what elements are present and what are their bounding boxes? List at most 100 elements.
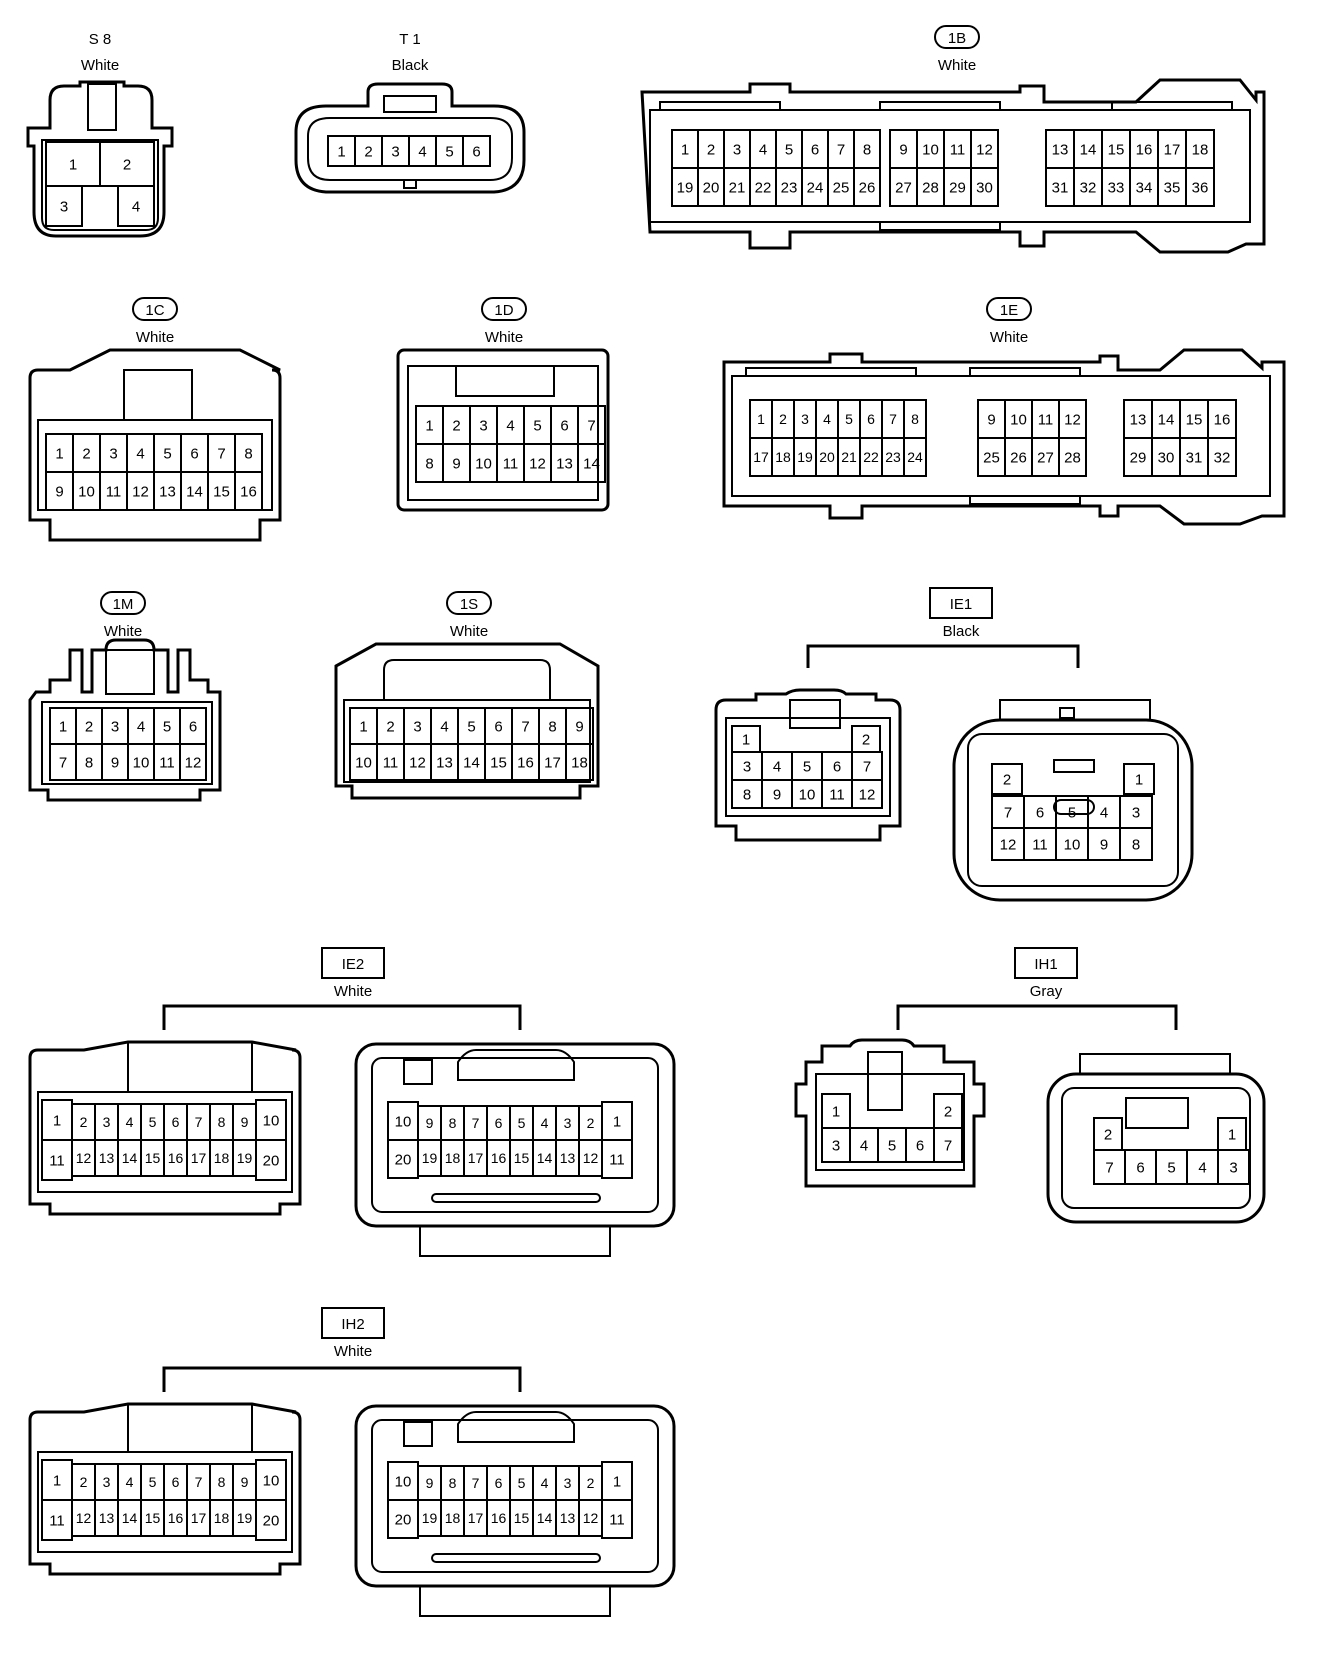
pin-number: 2: [1003, 771, 1011, 788]
pin-number: 28: [1064, 449, 1081, 466]
pin-number: 3: [564, 1475, 572, 1491]
pin-number: 16: [517, 754, 534, 771]
connector-ih1-right: [1046, 1053, 1266, 1224]
badge-round: [132, 297, 178, 321]
label-ih1: IH1 Gray: [896, 947, 1178, 1030]
connector-code: 1D: [494, 302, 513, 319]
label-s8: S 8 White: [81, 31, 119, 74]
pin-number: 5: [518, 1475, 526, 1491]
pin-number: 8: [218, 1114, 226, 1130]
rail: [879, 101, 1001, 111]
pin-number: 5: [803, 758, 811, 775]
pin-number: 13: [560, 1150, 576, 1166]
pin-number: 7: [837, 141, 845, 158]
badge-box: [929, 587, 993, 619]
lock-tab: [87, 83, 117, 131]
pin-number: 32: [1214, 449, 1231, 466]
pin-number: 10: [355, 754, 372, 771]
connector-color: White: [334, 983, 372, 1000]
housing-inner: [41, 139, 159, 231]
pin-number: 1: [53, 1472, 61, 1489]
pin-number: 1: [337, 143, 345, 160]
lock-hood: [457, 1411, 575, 1443]
pin-number: 17: [191, 1510, 207, 1526]
pin-number: 15: [514, 1510, 530, 1526]
pin-number: 11: [159, 754, 175, 771]
badge-round: [481, 297, 527, 321]
connector-1m: [28, 638, 222, 802]
lock-hood: [383, 659, 551, 700]
pin-number: 1: [69, 156, 77, 173]
housing-outline: [714, 688, 902, 842]
pin-cell: [601, 1139, 633, 1179]
pin-number: 3: [832, 1137, 840, 1154]
pin-number: 6: [495, 1475, 503, 1491]
pin-number: 8: [425, 455, 433, 472]
pin-number: 20: [395, 1511, 412, 1528]
pin-number: 6: [190, 445, 198, 462]
pin-number: 1: [59, 718, 67, 735]
pin-number: 15: [514, 1150, 530, 1166]
pin-number: 6: [495, 1115, 503, 1131]
pin-number: 19: [237, 1150, 253, 1166]
pin-number: 6: [472, 143, 480, 160]
pin-number: 6: [560, 417, 568, 434]
pin-number: 8: [449, 1115, 457, 1131]
connector-code: IE2: [342, 956, 365, 973]
rail: [969, 367, 1081, 377]
pin-number: 7: [472, 1475, 480, 1491]
pin-number: 3: [733, 141, 741, 158]
pin-number: 8: [85, 754, 93, 771]
pin-number: 25: [833, 179, 850, 196]
lock-tab: [105, 649, 155, 695]
pin-number: 1: [55, 445, 63, 462]
pin-cell: [851, 779, 883, 809]
pin-number: 19: [422, 1150, 438, 1166]
pin-number: 1: [1135, 771, 1143, 788]
pair-bracket: [896, 1004, 1178, 1030]
pin-number: 9: [111, 754, 119, 771]
connector-code: 1M: [113, 596, 134, 613]
pin-number: 13: [99, 1150, 115, 1166]
connector-ih2-left: [28, 1402, 302, 1576]
pin-number: 2: [386, 718, 394, 735]
pin-number: 2: [862, 731, 870, 748]
pin-number: 10: [1064, 836, 1081, 853]
pin-number: 22: [755, 179, 772, 196]
pin-number: 9: [426, 1475, 434, 1491]
lock-tab: [867, 1051, 903, 1111]
connector-color: White: [938, 57, 976, 74]
connector-code: T 1: [399, 31, 420, 48]
pin-number: 20: [703, 179, 720, 196]
pin-number: 14: [583, 455, 600, 472]
pin-number: 3: [479, 417, 487, 434]
pin-number: 4: [418, 143, 426, 160]
pin-number: 4: [1198, 1159, 1206, 1176]
pin-number: 9: [575, 718, 583, 735]
housing-inner: [1061, 1087, 1251, 1209]
pin-number: 17: [468, 1150, 484, 1166]
pin-cell: [565, 743, 594, 781]
housing-inner: [407, 365, 599, 501]
pin-number: 9: [452, 455, 460, 472]
connector-ie2-right: [354, 1042, 676, 1257]
pin-number: 2: [587, 1475, 595, 1491]
pin-number: 16: [240, 483, 257, 500]
pin-number: 16: [168, 1150, 184, 1166]
pair-bracket: [162, 1366, 522, 1392]
connector-color: Gray: [1030, 983, 1063, 1000]
pin-number: 4: [823, 411, 831, 427]
pin-number: 12: [1000, 836, 1017, 853]
pin-number: 14: [537, 1510, 553, 1526]
pin-number: 5: [845, 411, 853, 427]
pin-number: 4: [137, 718, 145, 735]
housing-outline: [26, 80, 174, 238]
